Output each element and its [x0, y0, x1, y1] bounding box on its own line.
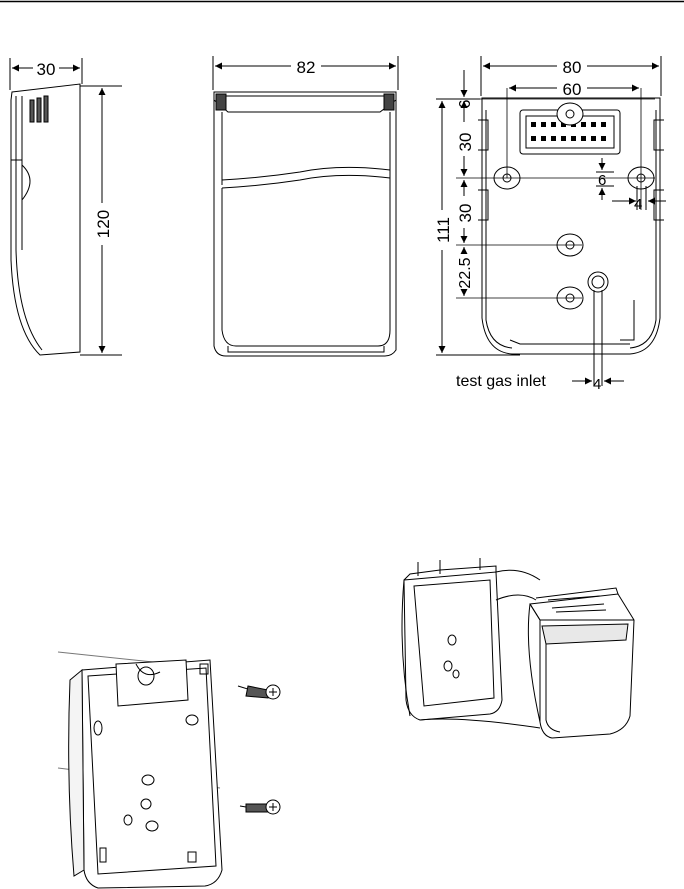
- inlet-width-label: 4: [593, 376, 601, 393]
- side-width-label: 30: [37, 60, 56, 79]
- side-view: [11, 84, 80, 355]
- screw-top: [238, 685, 280, 699]
- side-height-dimension: 120: [80, 86, 122, 355]
- screw-bottom: [240, 800, 280, 814]
- total-height-label: 111: [434, 217, 453, 243]
- side-height-label: 120: [94, 210, 113, 238]
- front-view: [214, 92, 396, 356]
- hole-spacing-y1-label: 30: [456, 133, 475, 152]
- slot-width-label: 4: [634, 196, 642, 213]
- front-width-dimension: 82: [213, 56, 398, 90]
- mounting-view: [58, 652, 222, 888]
- hole-offset-y3-label: 22.5: [457, 257, 474, 288]
- top-offset-label: 6: [457, 99, 474, 108]
- hole-spacing-x-label: 60: [563, 80, 582, 99]
- exploded-assembly-view: [402, 558, 634, 738]
- hole-spacing-x-dimension: 60: [509, 80, 639, 99]
- front-width-label: 82: [297, 58, 316, 77]
- back-width-label: 80: [563, 58, 582, 77]
- test-gas-inlet-label: test gas inlet: [456, 373, 546, 390]
- slot-height-label: 6: [598, 172, 606, 189]
- hole-spacing-y2-label: 30: [456, 204, 475, 223]
